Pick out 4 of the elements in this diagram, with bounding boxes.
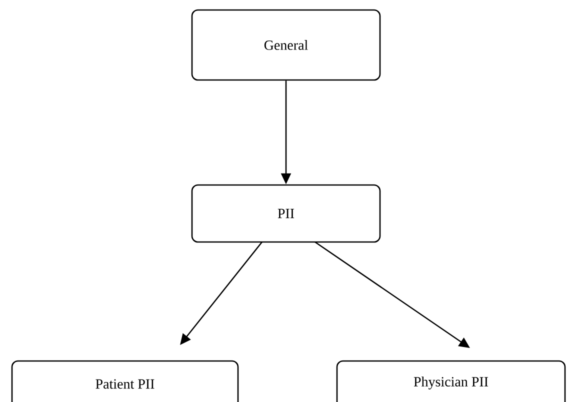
process-box: PII: [191, 184, 381, 243]
process-box: Patient PII: [11, 360, 239, 402]
process-box: General: [191, 9, 381, 81]
process-box: Physician PII: [336, 360, 566, 402]
